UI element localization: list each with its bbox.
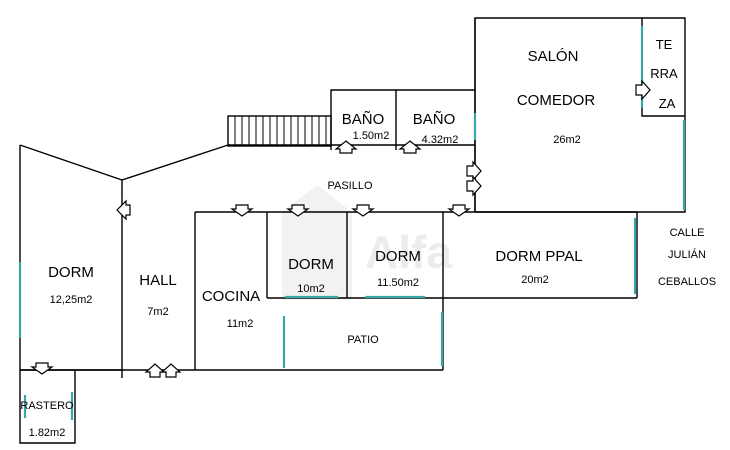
hall-label: HALL [139,272,177,289]
pasillo-label: PASILLO [327,180,372,192]
door-arrow-down-icon [30,362,54,375]
street-label-line1: CALLE [670,227,705,239]
door-arrow-down-icon [230,204,254,217]
street-label-line2: JULIÁN [668,248,706,261]
dorm1-area: 12,25m2 [50,294,93,306]
terraza-label-line2: RRA [650,66,678,81]
bano2-area: 4.32m2 [422,134,459,146]
dorm3-area: 11.50m2 [377,277,419,289]
patio-label: PATIO [347,334,379,346]
cocina-area: 11m2 [227,318,254,330]
dorm3-label: DORM [375,248,421,265]
door-arrow-down-icon [447,204,471,217]
watermark-text: Alfa [365,226,452,278]
dorm1-label: DORM [48,264,94,281]
door-arrow-left-icon [116,199,131,221]
door-arrow-up-icon [398,140,422,154]
stairs [234,116,327,146]
walls [19,17,686,444]
door-arrow-up-icon [334,140,358,154]
terraza-label-line3: ZA [659,96,676,111]
dorm2-label: DORM [288,256,334,273]
dorm-ppal-area: 20m2 [521,274,549,286]
door-arrow-up-icon [160,363,182,378]
dorm-ppal-label: DORM PPAL [495,248,582,265]
door-arrow-down-icon [286,204,310,217]
rastero-label: RASTERO [20,400,74,412]
door-arrow-up-icon [144,363,166,378]
cocina-label: COCINA [202,288,260,305]
door-arrow-right-icon [466,175,482,197]
door-arrow-right-icon [635,79,651,101]
door-arrows [30,79,651,378]
comedor-label: COMEDOR [517,92,596,109]
bano1-label: BAÑO [342,111,385,128]
bano2-label: BAÑO [413,111,456,128]
salon-area: 26m2 [553,134,581,146]
salon-label: SALÓN [528,48,579,65]
street-label-line3: CEBALLOS [658,276,716,288]
bano1-area: 1.50m2 [353,130,390,142]
dorm2-area: 10m2 [297,283,325,295]
hall-area: 7m2 [147,306,168,318]
terraza-label-line1: TE [656,37,673,52]
door-arrow-down-icon [351,204,375,217]
door-arrow-right-icon [466,160,482,182]
rastero-area: 1.82m2 [29,427,66,439]
